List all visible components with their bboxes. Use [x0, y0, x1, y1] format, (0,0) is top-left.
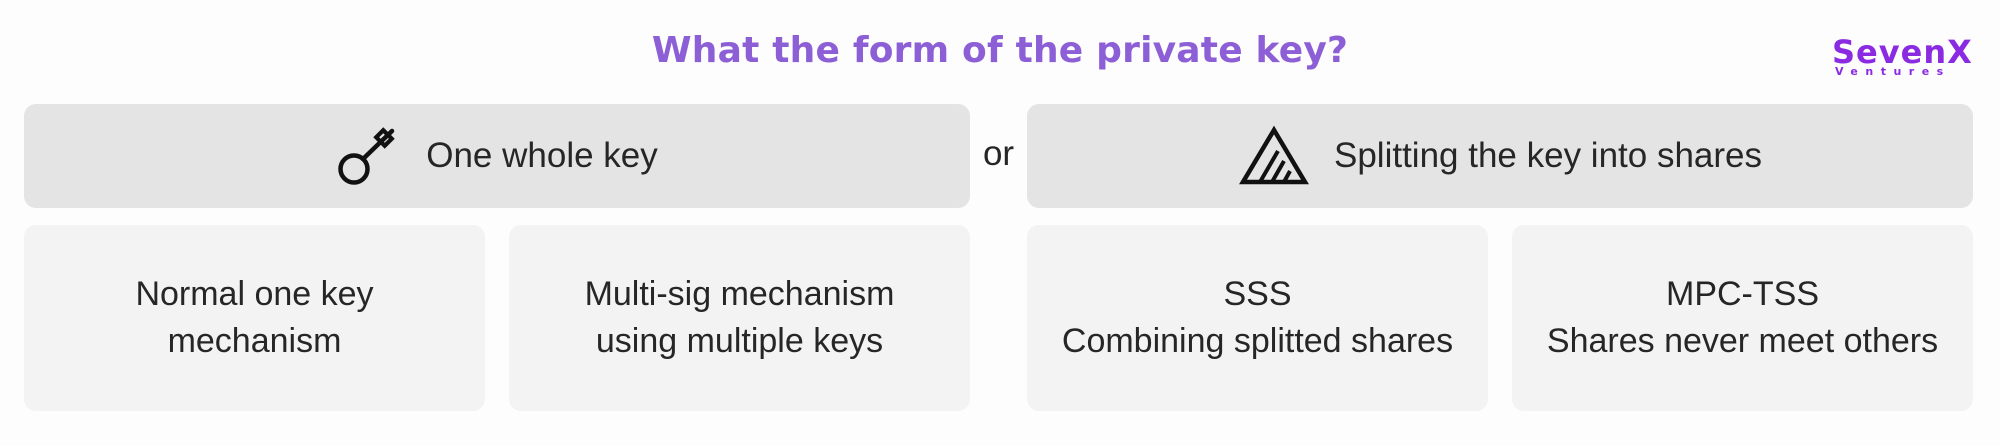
- sss-card: SSS Combining splitted shares: [1027, 225, 1488, 411]
- splitting-key-header: Splitting the key into shares: [1027, 104, 1973, 208]
- card-line: using multiple keys: [595, 322, 884, 360]
- card-line: Shares never meet others: [1546, 322, 1939, 360]
- card-line: mechanism: [167, 322, 342, 360]
- multi-sig-card: Multi-sig mechanism using multiple keys: [509, 225, 970, 411]
- card-line: Combining splitted shares: [1061, 322, 1454, 360]
- page-title: What the form of the private key?: [651, 30, 1349, 71]
- splitting-key-label: Splitting the key into shares: [1333, 136, 1762, 175]
- one-whole-key-label: One whole key: [426, 136, 658, 175]
- key-icon: [336, 125, 402, 187]
- shares-triangle-icon: [1238, 125, 1310, 187]
- mpc-tss-card: MPC-TSS Shares never meet others: [1512, 225, 1973, 411]
- one-whole-key-header: One whole key: [24, 104, 970, 208]
- card-line: SSS: [1223, 275, 1292, 313]
- or-separator: or: [982, 134, 1015, 173]
- logo-subtitle: Ventures: [1835, 65, 1951, 78]
- card-line: Multi-sig mechanism: [584, 275, 895, 313]
- card-line: Normal one key: [135, 275, 374, 313]
- sevenx-logo: SevenX Ventures: [1832, 36, 1980, 80]
- logo-wordmark: SevenX: [1832, 33, 1973, 71]
- card-line: MPC-TSS: [1666, 275, 1819, 313]
- normal-one-key-card: Normal one key mechanism: [24, 225, 485, 411]
